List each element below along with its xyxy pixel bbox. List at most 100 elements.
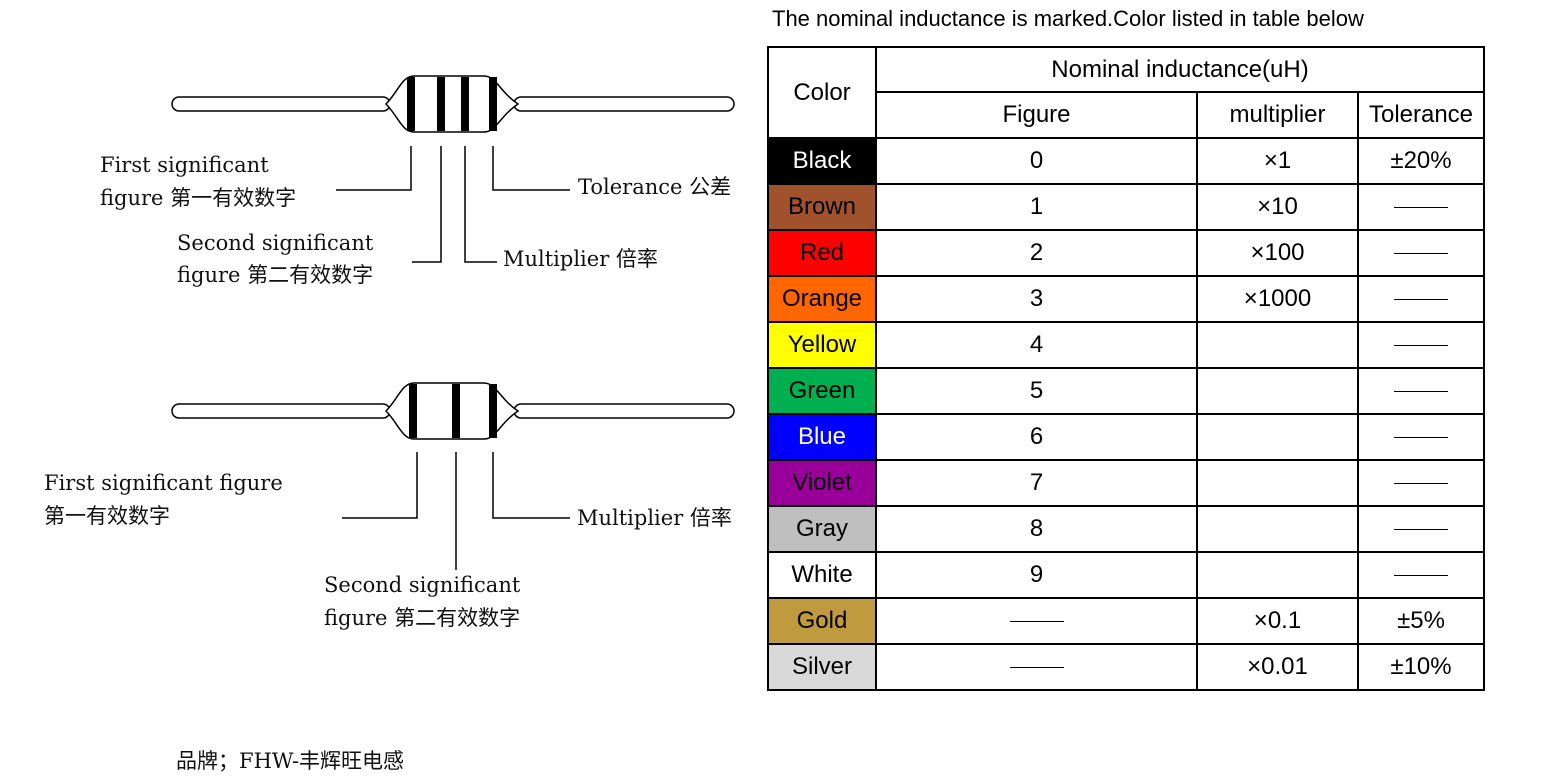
leader-top-multiplier: [464, 146, 497, 263]
tolerance-text: ±20%: [1390, 147, 1452, 174]
multiplier-cell: [1196, 367, 1359, 415]
dash-mark: [1394, 391, 1448, 393]
figure-text: 3: [1029, 285, 1044, 312]
color-name-text: Orange: [781, 285, 863, 312]
tolerance-cell: [1357, 367, 1485, 415]
table-row: Green 5: [767, 367, 1485, 415]
top-band-3: [461, 77, 469, 131]
dash-mark: [1009, 621, 1064, 623]
tolerance-cell: [1357, 183, 1485, 231]
figure-cell: 6: [875, 413, 1198, 461]
header-tolerance: Tolerance: [1357, 91, 1485, 139]
header-nominal-inductance: Nominal inductance(uH): [875, 46, 1485, 93]
dash-mark: [1394, 299, 1448, 301]
color-name-text: Blue: [797, 423, 847, 450]
bottom-band-3: [489, 384, 497, 438]
table-row: Gray 8: [767, 505, 1485, 553]
color-name-text: Violet: [792, 469, 852, 496]
color-name-cell: Red: [767, 229, 877, 277]
figure-text: 0: [1029, 147, 1044, 174]
table-row: Blue 6: [767, 413, 1485, 461]
color-name-text: Black: [792, 147, 852, 174]
color-name-text: Red: [799, 239, 845, 266]
multiplier-cell: ×0.01: [1196, 643, 1359, 691]
color-name-cell: Black: [767, 137, 877, 185]
figure-text: 8: [1029, 515, 1044, 542]
header-color: Color: [767, 46, 877, 139]
color-name-cell: Orange: [767, 275, 877, 323]
bottom-band-1: [409, 384, 417, 438]
leader-top-tolerance: [492, 146, 570, 191]
tolerance-cell: [1357, 505, 1485, 553]
tolerance-text: ±10%: [1390, 653, 1452, 680]
multiplier-text: ×100: [1250, 239, 1305, 266]
tolerance-cell: [1357, 275, 1485, 323]
multiplier-cell: ×1000: [1196, 275, 1359, 323]
color-name-text: Gray: [795, 515, 848, 542]
color-name-cell: Violet: [767, 459, 877, 507]
dash-mark: [1009, 667, 1064, 669]
table-row: Gold ×0.1 ±5%: [767, 597, 1485, 645]
bottom-first-label-line1: First significant figure: [44, 471, 283, 495]
multiplier-text: ×10: [1257, 193, 1298, 220]
table-row: Brown 1 ×10: [767, 183, 1485, 231]
table-row: Black 0 ×1 ±20%: [767, 137, 1485, 185]
dash-mark: [1394, 575, 1448, 577]
multiplier-text: ×0.01: [1247, 653, 1308, 680]
multiplier-cell: ×0.1: [1196, 597, 1359, 645]
color-name-cell: Brown: [767, 183, 877, 231]
table-row: Yellow 4: [767, 321, 1485, 369]
figure-cell: 1: [875, 183, 1198, 231]
figure-text: 7: [1029, 469, 1044, 496]
top-band-2: [437, 77, 445, 131]
leader-bottom-multiplier: [492, 452, 570, 519]
figure-text: 5: [1029, 377, 1044, 404]
color-name-text: Silver: [791, 653, 852, 680]
color-name-text: Gold: [796, 607, 848, 634]
multiplier-cell: [1196, 321, 1359, 369]
table-row: Orange 3 ×1000: [767, 275, 1485, 323]
figure-cell: 7: [875, 459, 1198, 507]
color-name-cell: Yellow: [767, 321, 877, 369]
top-first-label-line2: figure 第一有效数字: [100, 186, 297, 210]
color-name-cell: Blue: [767, 413, 877, 461]
inductor-top-body: [384, 75, 520, 133]
multiplier-text: ×1: [1263, 147, 1292, 174]
color-code-table: Color Nominal inductance(uH) Figure mult…: [767, 46, 1485, 691]
top-multiplier-label: Multiplier 倍率: [503, 247, 658, 271]
multiplier-text: ×0.1: [1253, 607, 1302, 634]
dash-mark: [1394, 207, 1448, 209]
color-name-text: Yellow: [787, 331, 857, 358]
table-row: Silver ×0.01 ±10%: [767, 643, 1485, 691]
inductor-top-left-lead: [171, 96, 391, 112]
top-first-label-line1: First significant: [100, 153, 269, 177]
color-name-text: Brown: [787, 193, 857, 220]
color-name-text: White: [791, 561, 853, 588]
table-row: Red 2 ×100: [767, 229, 1485, 277]
color-name-cell: White: [767, 551, 877, 599]
tolerance-cell: ±20%: [1357, 137, 1485, 185]
multiplier-cell: ×100: [1196, 229, 1359, 277]
leader-top-first: [336, 146, 412, 191]
figure-text: 2: [1029, 239, 1044, 266]
figure-text: 6: [1029, 423, 1044, 450]
tolerance-cell: [1357, 321, 1485, 369]
tolerance-cell: ±5%: [1357, 597, 1485, 645]
multiplier-cell: [1196, 505, 1359, 553]
bottom-multiplier-label: Multiplier 倍率: [577, 506, 732, 530]
figure-cell: [875, 597, 1198, 645]
header-figure: Figure: [875, 91, 1198, 139]
figure-cell: 2: [875, 229, 1198, 277]
inductor-bottom-left-lead: [171, 403, 391, 419]
figure-text: 4: [1029, 331, 1044, 358]
leader-top-second: [412, 146, 442, 263]
figure-cell: 0: [875, 137, 1198, 185]
inductor-diagram: [171, 75, 735, 570]
top-tolerance-label: Tolerance 公差: [578, 175, 732, 199]
color-name-cell: Green: [767, 367, 877, 415]
tolerance-cell: ±10%: [1357, 643, 1485, 691]
figure-cell: 9: [875, 551, 1198, 599]
table-row: White 9: [767, 551, 1485, 599]
figure-cell: 3: [875, 275, 1198, 323]
